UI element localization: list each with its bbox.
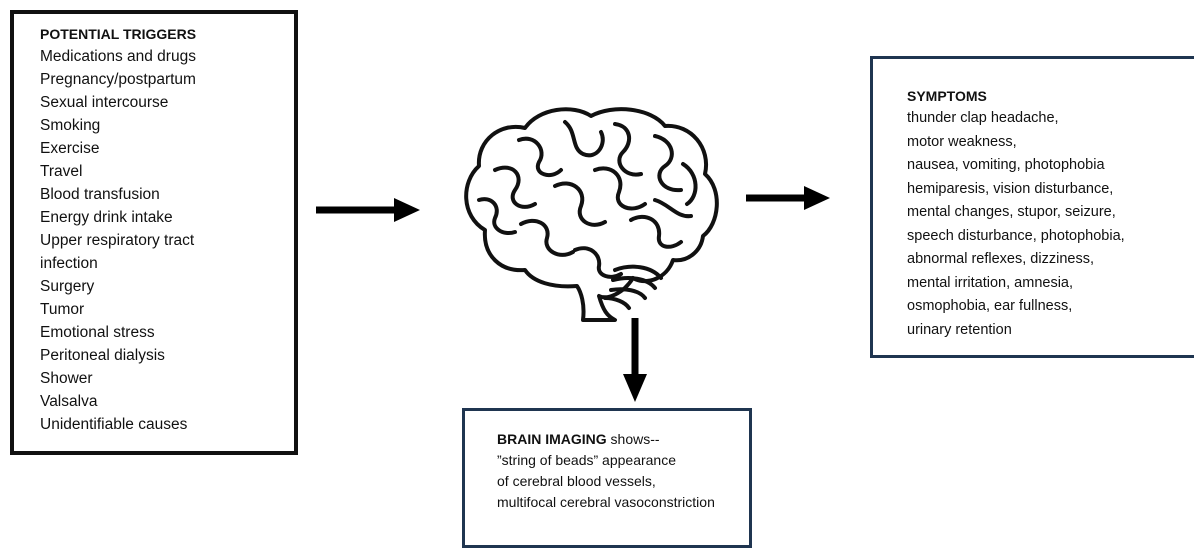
imaging-heading: BRAIN IMAGING	[497, 431, 607, 447]
symptom-line: abnormal reflexes, dizziness,	[907, 248, 1194, 272]
symptoms-list: thunder clap headache, motor weakness, n…	[907, 107, 1194, 342]
trigger-item: Exercise	[40, 137, 294, 160]
trigger-item: Tumor	[40, 298, 294, 321]
imaging-line: of cerebral blood vessels,	[497, 471, 749, 492]
trigger-item: Smoking	[40, 114, 294, 137]
arrow-right-icon	[316, 196, 420, 224]
trigger-item: Surgery	[40, 275, 294, 298]
triggers-heading: POTENTIAL TRIGGERS	[40, 23, 294, 45]
trigger-item: Pregnancy/postpartum	[40, 68, 294, 91]
arrow-right-icon	[746, 184, 830, 212]
symptom-line: nausea, vomiting, photophobia	[907, 154, 1194, 178]
triggers-box: POTENTIAL TRIGGERS Medications and drugs…	[10, 10, 298, 455]
imaging-line: ”string of beads” appearance	[497, 450, 749, 471]
trigger-item: Travel	[40, 160, 294, 183]
symptom-line: motor weakness,	[907, 131, 1194, 155]
symptoms-heading: SYMPTOMS	[907, 85, 1194, 107]
trigger-item: infection	[40, 252, 294, 275]
trigger-item: Sexual intercourse	[40, 91, 294, 114]
trigger-item: Blood transfusion	[40, 183, 294, 206]
symptom-line: osmophobia, ear fullness,	[907, 295, 1194, 319]
imaging-box: BRAIN IMAGING shows-- ”string of beads” …	[462, 408, 752, 548]
symptom-line: speech disturbance, photophobia,	[907, 225, 1194, 249]
imaging-heading-suffix: shows--	[607, 431, 660, 447]
symptom-line: mental irritation, amnesia,	[907, 272, 1194, 296]
trigger-item: Energy drink intake	[40, 206, 294, 229]
trigger-item: Valsalva	[40, 390, 294, 413]
imaging-heading-line: BRAIN IMAGING shows--	[497, 429, 749, 450]
trigger-item: Peritoneal dialysis	[40, 344, 294, 367]
symptom-line: mental changes, stupor, seizure,	[907, 201, 1194, 225]
trigger-item: Shower	[40, 367, 294, 390]
trigger-item: Medications and drugs	[40, 45, 294, 68]
trigger-item: Unidentifiable causes	[40, 413, 294, 436]
symptoms-box: SYMPTOMS thunder clap headache, motor we…	[870, 56, 1194, 358]
brain-icon	[455, 100, 725, 320]
symptom-line: thunder clap headache,	[907, 107, 1194, 131]
trigger-item: Emotional stress	[40, 321, 294, 344]
symptom-line: urinary retention	[907, 319, 1194, 343]
trigger-item: Upper respiratory tract	[40, 229, 294, 252]
symptom-line: hemiparesis, vision disturbance,	[907, 178, 1194, 202]
arrow-down-icon	[620, 318, 650, 402]
imaging-line: multifocal cerebral vasoconstriction	[497, 492, 749, 513]
